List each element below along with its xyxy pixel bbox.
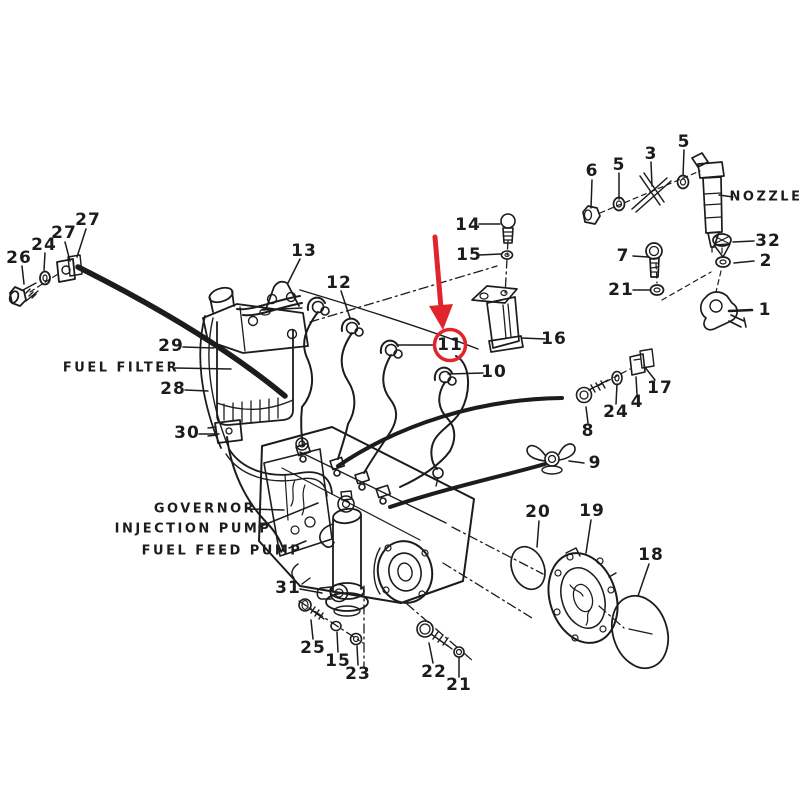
nozzle-group-drawing	[582, 152, 747, 331]
part-axis-dashed	[29, 170, 723, 387]
pipe-fittings	[295, 300, 457, 505]
bottom-fasteners-drawing	[298, 583, 465, 658]
highlight-arrow-shaft	[432, 234, 444, 311]
bracket-13-drawing	[261, 280, 303, 311]
rear-cover-group-drawing	[510, 545, 670, 670]
cable-clip-group	[8, 254, 83, 307]
fuel-filter-drawing	[199, 286, 333, 497]
highlight-arrow-head	[429, 304, 453, 330]
injection-pump-body-drawing	[226, 426, 475, 604]
pump-drive-flange-drawing	[373, 540, 434, 604]
bolt-14-nut-15-drawing	[500, 213, 516, 260]
bracket-16-drawing	[471, 285, 524, 353]
injection-pipes-drawing	[236, 289, 479, 488]
side-fasteners-drawing	[526, 348, 655, 475]
control-cables	[75, 264, 564, 509]
highlight-circle-part-11	[432, 327, 468, 363]
highlight-annotation	[429, 234, 468, 363]
